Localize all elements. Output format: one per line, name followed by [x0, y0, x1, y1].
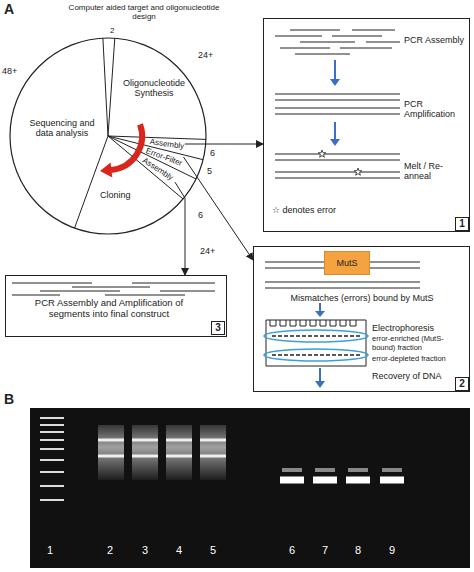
error-star [318, 150, 326, 157]
callout-number: 1 [455, 217, 469, 231]
chart-label: 6 [210, 148, 215, 158]
step-label: PCR Assembly and Amplification of segmen… [14, 298, 204, 319]
lane-number: 4 [176, 544, 182, 556]
dna-band [272, 336, 360, 355]
lane-number: 6 [289, 544, 295, 556]
chart-label: 48+ [2, 66, 17, 76]
step-label: error-enriched (MutS-bound) fraction [372, 335, 467, 352]
step-label: Electrophoresis [372, 323, 467, 333]
process-arrow [334, 122, 336, 140]
dna-strand [275, 94, 400, 114]
panel-box: Mismatches (errors) bound by MutS Electro… [253, 246, 470, 392]
chart-label: 6 [198, 210, 203, 220]
lane-number: 1 [47, 544, 53, 556]
process-arrowhead [330, 79, 340, 86]
connector-arrow [184, 157, 254, 260]
lane-number: 7 [322, 544, 328, 556]
gel-image [30, 408, 470, 568]
chart-label: 24+ [200, 246, 215, 256]
gel-smear [132, 425, 158, 480]
error-star [354, 168, 362, 175]
process-arrowhead [330, 139, 340, 146]
dna-fragment [275, 30, 400, 54]
chart-label: Sequencing and data analysis [22, 118, 102, 138]
pie-chart [10, 38, 206, 234]
step-label: PCR Amplification [404, 99, 468, 119]
gel-smear [200, 425, 226, 480]
process-arrowhead [315, 311, 325, 317]
protein-name: MutS [336, 258, 357, 268]
dna-fragment [12, 283, 215, 295]
ladder-bands [40, 418, 64, 500]
protein-box: MutS [324, 251, 370, 275]
step-label: PCR Assembly [404, 35, 468, 45]
process-arrow [334, 60, 336, 80]
chart-label: Computer aided target and oligonucleotid… [68, 3, 220, 21]
step-label: Melt / Re-anneal [404, 161, 468, 181]
step-label: error-depleted fraction [372, 355, 467, 364]
dna-strand [275, 154, 400, 178]
panel-letter: A [4, 2, 14, 17]
gel-smear [98, 425, 124, 480]
gel-band [280, 477, 404, 484]
callout-number: 3 [211, 321, 225, 335]
lane-number: 9 [389, 544, 395, 556]
connector-arrow [175, 182, 185, 275]
gel-band [282, 468, 402, 472]
panel-box: PCR AssemblyPCR AmplificationMelt / Re-a… [263, 18, 470, 232]
step-label: Mismatches (errors) bound by MutS [262, 293, 462, 303]
process-arrow [319, 368, 321, 382]
callout-number: 2 [455, 377, 469, 391]
connector-arrow [185, 144, 263, 145]
lane-number: 5 [210, 544, 216, 556]
lane-number: 3 [142, 544, 148, 556]
step-label: ☆ denotes error [272, 205, 402, 215]
panel-box: PCR Assembly and Amplification of segmen… [5, 275, 227, 337]
workflow-arc [111, 124, 142, 169]
panel-letter: B [4, 392, 14, 407]
gel-smear [166, 425, 192, 480]
pie-divider [75, 38, 206, 228]
process-arrowhead [315, 381, 325, 388]
chart-label: 5 [207, 166, 212, 176]
workflow-arrowhead [100, 162, 112, 177]
lane-number: 2 [107, 544, 113, 556]
gel-band [98, 440, 226, 456]
step-label: Recovery of DNA [372, 371, 467, 381]
lane-number: 8 [355, 544, 361, 556]
chart-label: 2 [110, 26, 114, 35]
process-arrow [319, 303, 321, 312]
chart-label: Cloning [100, 190, 131, 200]
chart-label: 24+ [198, 50, 213, 60]
chart-label: Oligonucleotide Synthesis [118, 78, 190, 98]
